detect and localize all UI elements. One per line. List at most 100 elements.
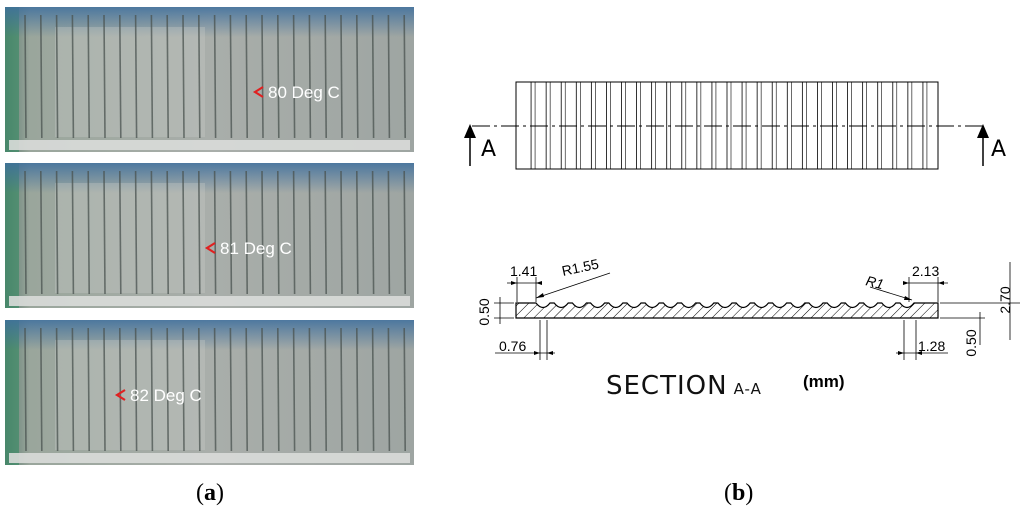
photo-channel-wall [261, 327, 264, 452]
photo-channel-wall [340, 14, 343, 139]
temperature-marker-icon [114, 389, 126, 401]
section-profile [515, 302, 939, 319]
photo-channel-wall [356, 170, 359, 295]
dim-r1: R1 [864, 272, 885, 292]
photo-channel-wall [134, 14, 138, 139]
photo-channel-wall [229, 327, 233, 452]
photo-channel-wall [166, 14, 169, 139]
photo-channel-wall [245, 327, 248, 452]
section-letter-right: A [991, 137, 1006, 162]
photo-channel-wall [245, 14, 248, 139]
photo-channel-wall [308, 170, 312, 295]
photo-1: 80 Deg C [5, 7, 414, 152]
dim-2-13: 2.13 [912, 263, 939, 279]
photo-channel-wall [150, 170, 154, 295]
photo-channel-wall [103, 327, 106, 452]
photo-channel-wall [40, 327, 43, 452]
photo-channel-wall [371, 14, 375, 139]
temperature-marker-icon [204, 242, 216, 254]
photo-channel-wall [387, 327, 391, 452]
photo-channel-wall [166, 170, 169, 295]
photo-channel-wall [182, 14, 185, 139]
section-letter-left: A [481, 137, 496, 162]
photo-channel-wall [87, 327, 90, 452]
photo-edge [5, 163, 19, 308]
photo-channel-wall [103, 170, 106, 295]
photo-channel-wall [213, 14, 217, 139]
photo-channel-wall [324, 14, 327, 139]
photo-channel-wall [198, 14, 201, 139]
photo-bottom-strip [9, 140, 410, 150]
photo-channel-wall [277, 170, 280, 295]
panel-a: 80 Deg C 81 Deg C 82 Deg C (a) [5, 7, 414, 506]
dim-0-50-right: 0.50 [963, 329, 979, 356]
photo-channel-wall [166, 327, 169, 452]
dim-2-70: 2.70 [997, 286, 1013, 313]
top-view: A A [464, 81, 1006, 170]
temperature-label: 82 Deg C [130, 386, 202, 405]
photo-bottom-strip [9, 296, 410, 306]
photo-channel-wall [403, 170, 406, 295]
photo-3: 82 Deg C [5, 320, 414, 465]
photo-channel-wall [87, 14, 90, 139]
photo-channel-wall [24, 327, 27, 452]
photo-channel-wall [277, 327, 280, 452]
photo-channel-wall [229, 14, 233, 139]
photo-channel-wall [134, 170, 138, 295]
photo-channel-wall [403, 14, 406, 139]
dim-1-41: 1.41 [510, 263, 537, 279]
photo-channel-wall [387, 14, 391, 139]
photo-channel-wall [55, 327, 59, 452]
photo-channel-wall [292, 170, 296, 295]
section-arrow-right: A [977, 124, 1006, 166]
photo-channel-wall [308, 327, 312, 452]
photo-channel-wall [292, 327, 296, 452]
photo-channel-wall [324, 170, 327, 295]
photo-channel-wall [24, 170, 27, 295]
photo-channel-wall [229, 170, 233, 295]
photo-channel-wall [150, 327, 154, 452]
dim-1-28: 1.28 [918, 338, 945, 354]
photo-channel-wall [198, 170, 201, 295]
photo-channel-wall [119, 170, 122, 295]
photo-channel-wall [340, 170, 343, 295]
photo-channel-wall [277, 14, 280, 139]
photo-channel-wall [40, 170, 43, 295]
photo-channel-wall [119, 14, 122, 139]
photo-channel-wall [340, 327, 343, 452]
photo-haze [55, 183, 205, 293]
panel-a-label: (a) [196, 480, 224, 506]
dim-0-50-left: 0.50 [476, 298, 492, 325]
photo-channel-wall [245, 170, 248, 295]
photo-channel-wall [71, 14, 75, 139]
photo-channel-wall [40, 14, 43, 139]
photo-channel-wall [213, 170, 217, 295]
photo-edge [5, 320, 19, 465]
photo-channel-wall [324, 327, 327, 452]
photo-channel-wall [87, 170, 90, 295]
photo-channel-wall [213, 327, 217, 452]
units-label: (mm) [803, 372, 845, 391]
photo-channel-wall [150, 14, 154, 139]
photo-channel-wall [371, 170, 375, 295]
dimension-lines [494, 262, 1020, 360]
photo-channel-wall [119, 327, 122, 452]
photo-channel-wall [103, 14, 106, 139]
photo-edge [5, 7, 19, 152]
photo-2: 81 Deg C [5, 163, 414, 308]
section-arrow-left: A [464, 124, 496, 166]
photo-channel-wall [182, 327, 185, 452]
photo-channel-wall [308, 14, 312, 139]
dimension-arrowheads [511, 281, 944, 355]
section-view: 1.41 R1.55 R1 2.13 2.70 0.50 0.50 0.76 1… [476, 255, 1020, 401]
photo-channel-wall [292, 14, 296, 139]
dim-0-76: 0.76 [499, 338, 526, 354]
photo-channel-wall [182, 170, 185, 295]
photo-channel-wall [24, 14, 27, 139]
panel-b: A A [464, 81, 1020, 506]
dim-r1-55: R1.55 [560, 255, 600, 278]
temperature-label: 81 Deg C [220, 239, 292, 258]
photo-channel-wall [356, 327, 359, 452]
